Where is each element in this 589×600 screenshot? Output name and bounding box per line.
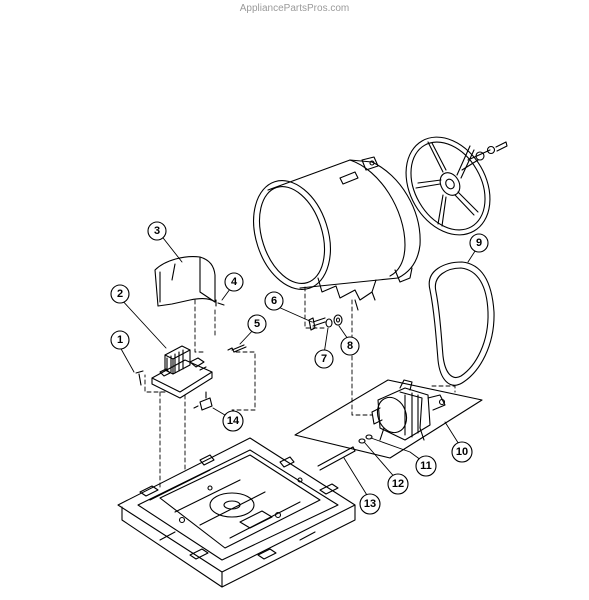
callout-label-5: 5 bbox=[254, 318, 260, 330]
drum bbox=[253, 156, 421, 311]
callout-label-11: 11 bbox=[420, 460, 432, 472]
idler-shaft bbox=[317, 446, 356, 471]
callout-14: 14 bbox=[222, 410, 244, 432]
screw-4 bbox=[215, 299, 225, 307]
drive-motor bbox=[371, 379, 446, 441]
callout-label-6: 6 bbox=[271, 295, 277, 307]
nut-8 bbox=[333, 314, 343, 326]
callout-4: 4 bbox=[224, 272, 244, 292]
callout-10: 10 bbox=[451, 441, 473, 463]
bolt-6 bbox=[308, 317, 326, 331]
callout-label-10: 10 bbox=[456, 446, 468, 458]
callout-label-2: 2 bbox=[117, 288, 123, 300]
washers-11-12 bbox=[358, 434, 373, 444]
callout-12: 12 bbox=[387, 473, 409, 495]
callout-9: 9 bbox=[469, 233, 489, 253]
callout-label-1: 1 bbox=[117, 334, 123, 346]
washer-7 bbox=[325, 318, 333, 328]
callout-label-3: 3 bbox=[154, 225, 160, 237]
callout-13: 13 bbox=[359, 493, 381, 515]
callout-label-13: 13 bbox=[364, 498, 376, 510]
callout-11: 11 bbox=[415, 455, 437, 477]
callout-label-8: 8 bbox=[347, 340, 353, 352]
callout-label-12: 12 bbox=[392, 478, 404, 490]
callout-6: 6 bbox=[264, 291, 284, 311]
callout-3: 3 bbox=[147, 221, 167, 241]
callout-label-4: 4 bbox=[231, 276, 238, 288]
base-frame bbox=[117, 437, 356, 588]
board-cover bbox=[154, 256, 216, 307]
watermark: AppliancePartsPros.com bbox=[239, 3, 350, 14]
callout-label-14: 14 bbox=[227, 415, 240, 427]
drive-belt bbox=[428, 261, 495, 386]
wire-connector-14 bbox=[193, 391, 213, 411]
callout-label-7: 7 bbox=[321, 353, 327, 365]
callout-8: 8 bbox=[340, 336, 360, 356]
callout-label-9: 9 bbox=[476, 237, 482, 249]
drum-pulley bbox=[405, 136, 508, 236]
screw-1 bbox=[135, 370, 144, 386]
motor-mounting-plate bbox=[294, 379, 483, 459]
callout-2: 2 bbox=[110, 284, 130, 304]
screw-5 bbox=[227, 344, 247, 353]
callout-5: 5 bbox=[247, 314, 267, 334]
control-board bbox=[151, 345, 213, 399]
callout-7: 7 bbox=[314, 349, 334, 369]
callout-1: 1 bbox=[110, 330, 130, 350]
